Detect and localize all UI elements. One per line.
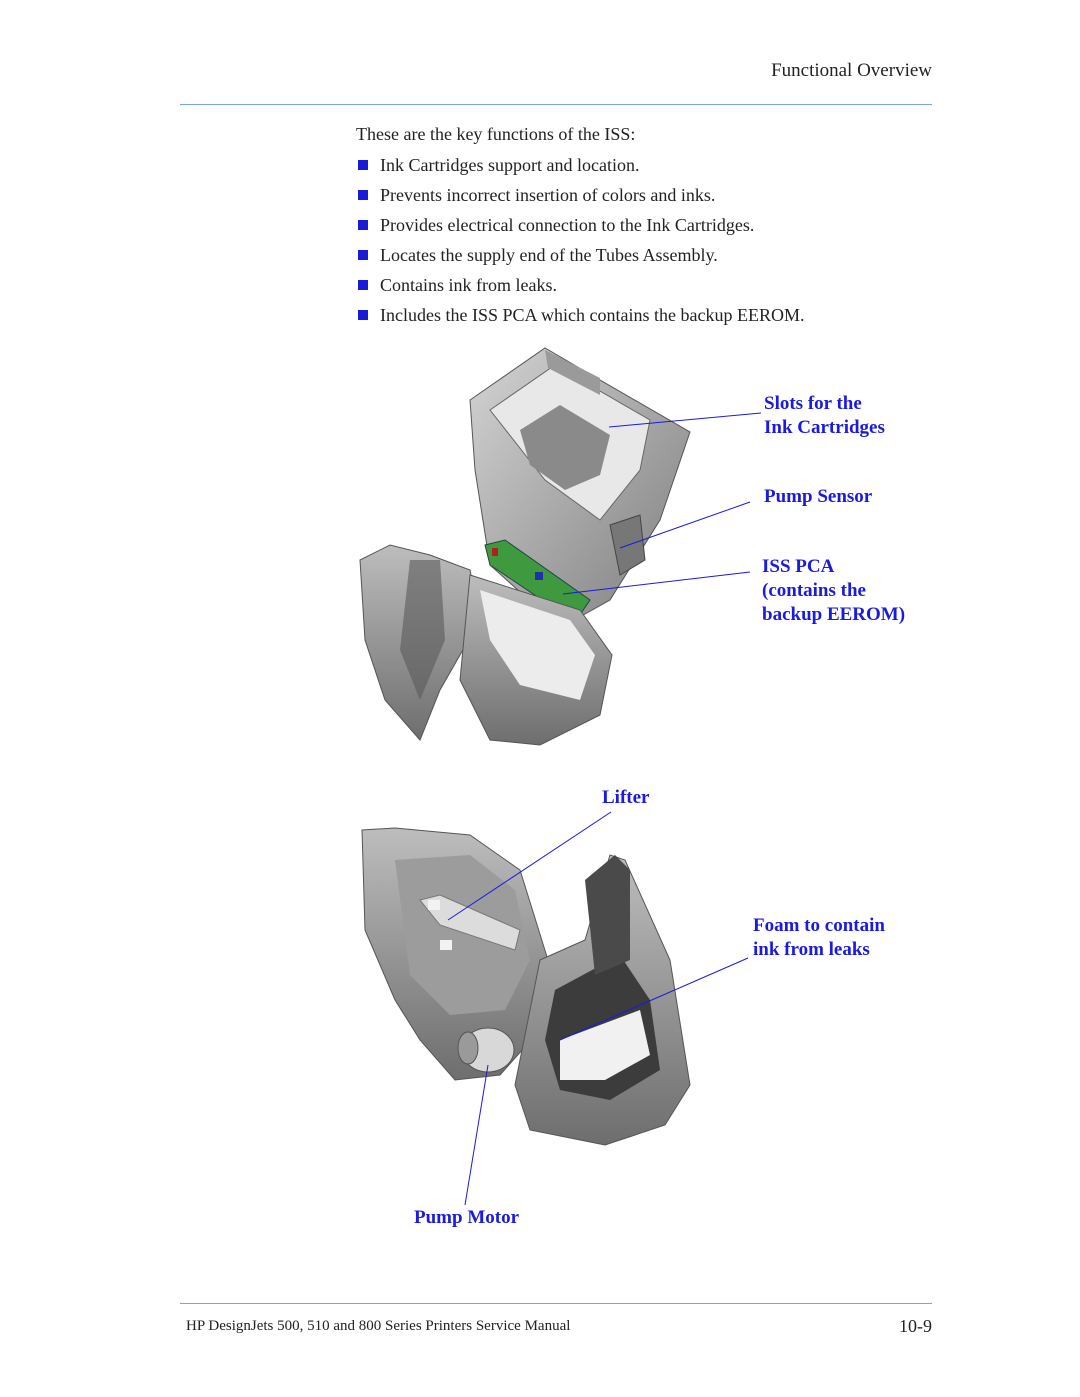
callout-pump-motor: Pump Motor bbox=[414, 1207, 520, 1228]
square-bullet-icon bbox=[358, 250, 368, 260]
pump-motor-leader-line bbox=[464, 1064, 489, 1206]
header-rule bbox=[180, 104, 932, 105]
function-list: Ink Cartridges support and location. Pre… bbox=[356, 154, 804, 334]
running-header: Functional Overview bbox=[771, 60, 932, 81]
page-number: 10-9 bbox=[899, 1316, 932, 1336]
list-item: Includes the ISS PCA which contains the … bbox=[356, 304, 804, 334]
square-bullet-icon bbox=[358, 280, 368, 290]
pump-sensor-leader-line bbox=[619, 501, 751, 549]
iss-pca-leader-line bbox=[562, 571, 751, 595]
lifter-leader-line bbox=[447, 811, 612, 921]
square-bullet-icon bbox=[358, 190, 368, 200]
iss-assembly-illustration bbox=[359, 347, 691, 746]
footer-title: HP DesignJets 500, 510 and 800 Series Pr… bbox=[186, 1318, 571, 1334]
foam-leader-line bbox=[559, 957, 749, 1041]
callout-foam: Foam to contain ink from leaks bbox=[753, 915, 885, 960]
list-item: Locates the supply end of the Tubes Asse… bbox=[356, 244, 804, 274]
square-bullet-icon bbox=[358, 160, 368, 170]
list-item: Ink Cartridges support and location. bbox=[356, 154, 804, 184]
square-bullet-icon bbox=[358, 310, 368, 320]
callout-iss-pca: ISS PCA (contains the backup EEROM) bbox=[762, 556, 906, 625]
square-bullet-icon bbox=[358, 220, 368, 230]
list-item: Provides electrical connection to the In… bbox=[356, 214, 804, 244]
callout-leader-lines bbox=[447, 412, 762, 1206]
callout-lifter: Lifter bbox=[602, 787, 650, 808]
list-item: Prevents incorrect insertion of colors a… bbox=[356, 184, 804, 214]
callout-slots: Slots for the Ink Cartridges bbox=[764, 393, 885, 438]
list-item: Contains ink from leaks. bbox=[356, 274, 804, 304]
intro-text: These are the key functions of the ISS: bbox=[356, 124, 636, 144]
footer-rule bbox=[180, 1303, 932, 1304]
slots-leader-line bbox=[608, 412, 762, 428]
callout-pump-sensor: Pump Sensor bbox=[764, 486, 873, 507]
lifter-pump-illustration bbox=[361, 827, 691, 1146]
